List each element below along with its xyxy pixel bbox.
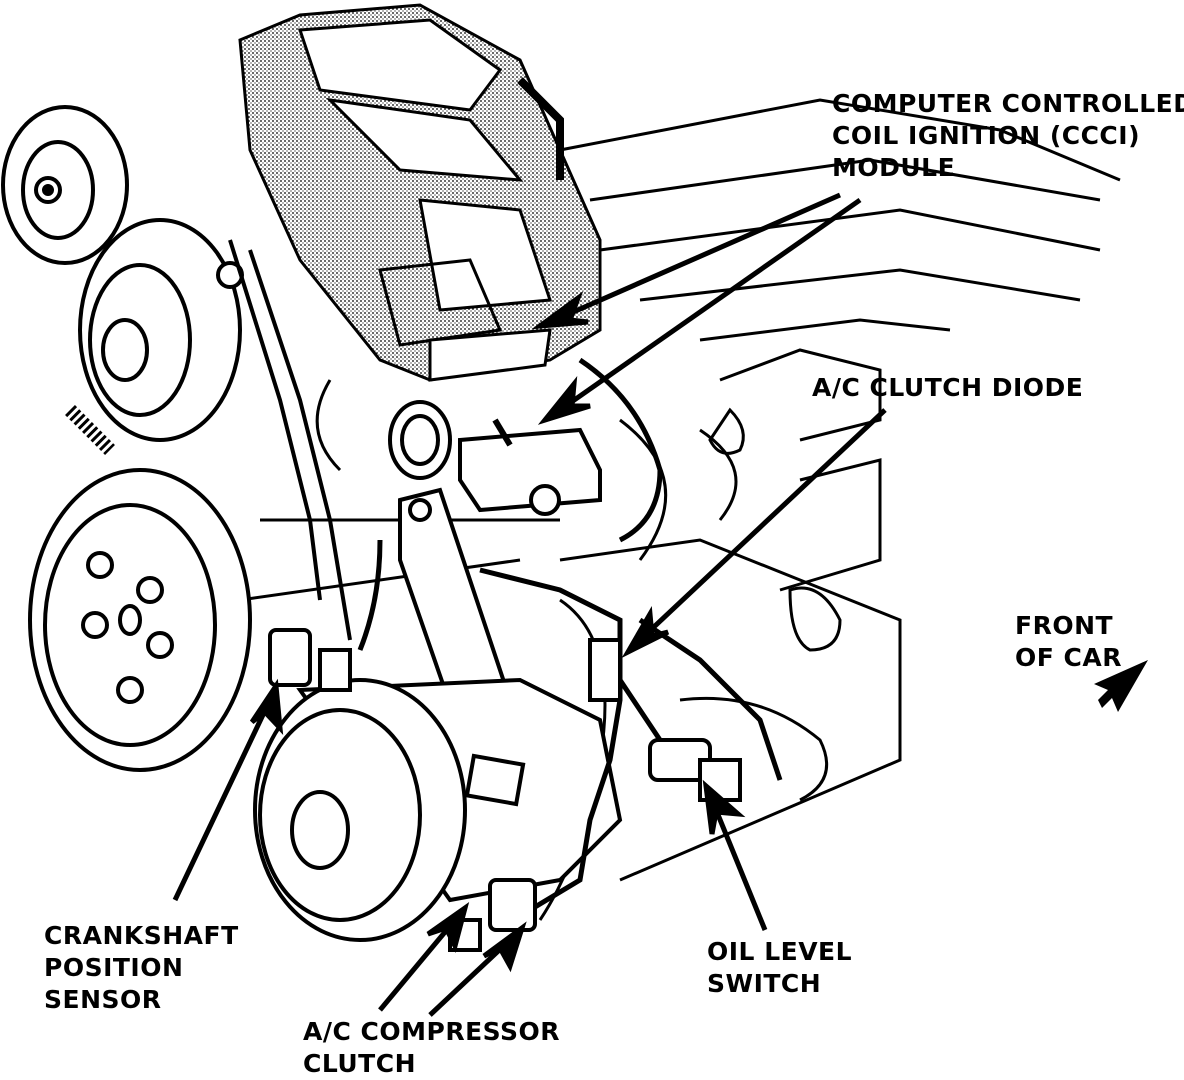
ccci-module	[238, 3, 602, 382]
label-line: FRONT	[1015, 611, 1114, 640]
label-line: A/C COMPRESSOR	[303, 1017, 561, 1046]
label-line: POSITION	[44, 953, 184, 982]
diode-block	[388, 400, 602, 516]
label-ac-clutch-diode: A/C CLUTCH DIODE	[812, 372, 1083, 404]
power-steering-pulley	[78, 218, 244, 442]
label-line: CLUTCH	[303, 1049, 417, 1078]
label-line: OIL LEVEL	[707, 937, 853, 966]
label-line: MODULE	[832, 153, 956, 182]
label-line: SWITCH	[707, 969, 822, 998]
label-ac-compressor-clutch: A/C COMPRESSOR CLUTCH	[303, 1016, 560, 1080]
label-front-of-car: FRONT OF CAR	[1015, 610, 1122, 674]
wiring-harness	[65, 357, 783, 913]
idler-pulley	[1, 105, 129, 265]
label-line: CRANKSHAFT	[44, 921, 239, 950]
drive-belt	[228, 239, 352, 641]
label-ccci-module: COMPUTER CONTROLLED COIL IGNITION (CCCI)…	[832, 88, 1184, 184]
label-line: OF CAR	[1015, 643, 1122, 672]
label-line: A/C CLUTCH DIODE	[812, 373, 1084, 402]
leader-lines	[172, 192, 887, 1017]
label-crankshaft-position-sensor: CRANKSHAFT POSITION SENSOR	[44, 920, 239, 1016]
connectors	[268, 628, 742, 952]
label-line: SENSOR	[44, 985, 162, 1014]
label-oil-level-switch: OIL LEVEL SWITCH	[707, 936, 852, 1000]
front-of-car-arrow-icon	[1094, 660, 1148, 712]
label-line: COIL IGNITION (CCCI)	[832, 121, 1141, 150]
crankshaft-pulley	[28, 468, 252, 772]
ac-compressor	[253, 677, 623, 942]
label-line: COMPUTER CONTROLLED	[832, 89, 1184, 118]
